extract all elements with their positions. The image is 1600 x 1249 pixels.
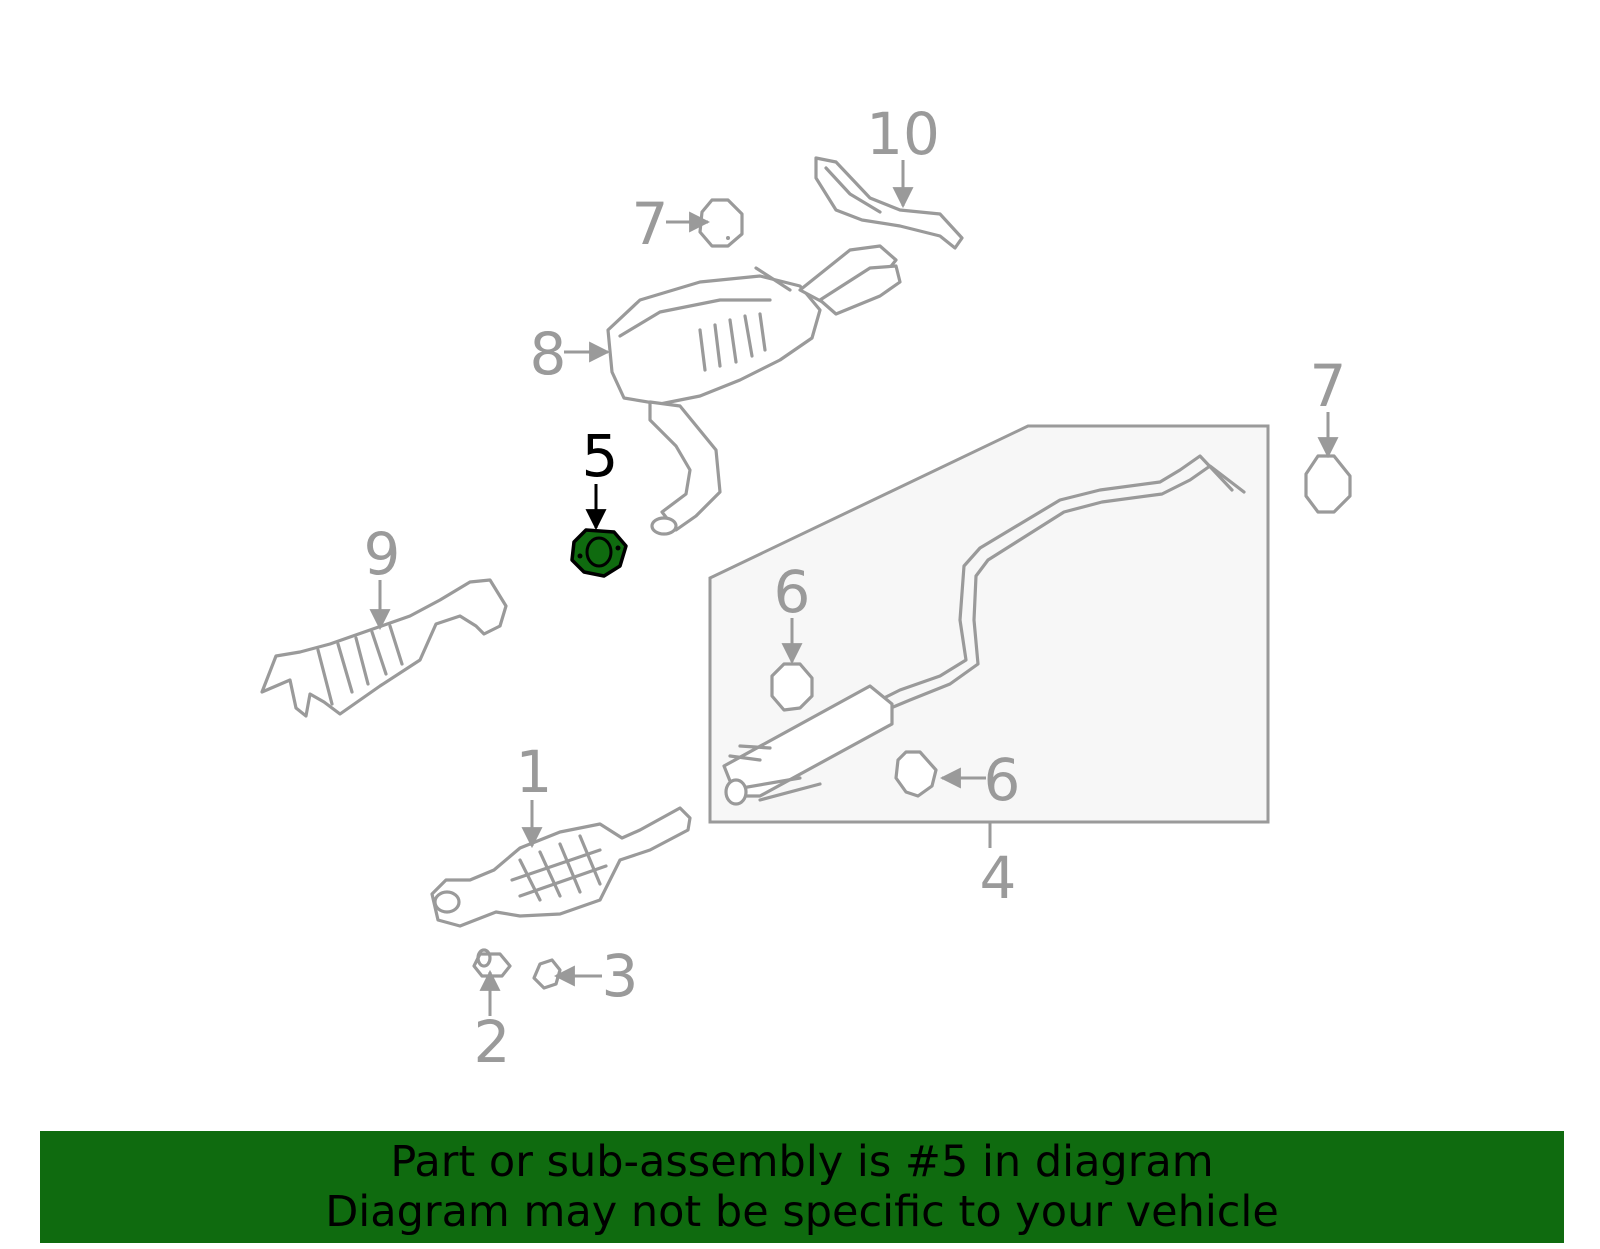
- part-8-muffler-assembly[interactable]: [606, 244, 902, 536]
- callout-2: 2: [474, 1008, 511, 1076]
- callout-8: 8: [530, 320, 567, 388]
- part-7-gasket-right[interactable]: [1304, 454, 1352, 514]
- callout-7-upper: 7: [632, 190, 669, 258]
- callout-6-upper: 6: [774, 558, 811, 626]
- callout-7-right: 7: [1310, 352, 1347, 420]
- callout-5: 5: [582, 422, 619, 490]
- part-3-nut[interactable]: [532, 958, 562, 990]
- callout-4: 4: [980, 844, 1017, 912]
- part-6-hanger-lower[interactable]: [894, 750, 938, 798]
- part-9-heat-shield[interactable]: [260, 578, 508, 718]
- part-4-muffler-pipe-assembly[interactable]: [708, 424, 1270, 848]
- part-5-gasket-highlighted[interactable]: [570, 528, 628, 578]
- exhaust-parts-diagram: 10 7 8 7 5 9 6 6 1 4 3 2: [260, 100, 1352, 1076]
- banner-line-part-number: Part or sub-assembly is #5 in diagram: [390, 1137, 1214, 1187]
- callout-9: 9: [364, 520, 401, 588]
- info-banner: Part or sub-assembly is #5 in diagram Di…: [40, 1131, 1564, 1243]
- callout-arrows: [369, 160, 1339, 1016]
- banner-line-disclaimer: Diagram may not be specific to your vehi…: [325, 1187, 1279, 1237]
- callout-1: 1: [516, 738, 553, 806]
- part-10-heat-shield[interactable]: [814, 156, 964, 250]
- callout-6-lower: 6: [984, 746, 1021, 814]
- callout-3: 3: [602, 942, 639, 1010]
- part-1-catalytic-converter[interactable]: [430, 806, 692, 928]
- part-2-bushing[interactable]: [472, 948, 512, 978]
- part-6-hanger-upper[interactable]: [770, 662, 814, 712]
- callout-10: 10: [866, 100, 940, 168]
